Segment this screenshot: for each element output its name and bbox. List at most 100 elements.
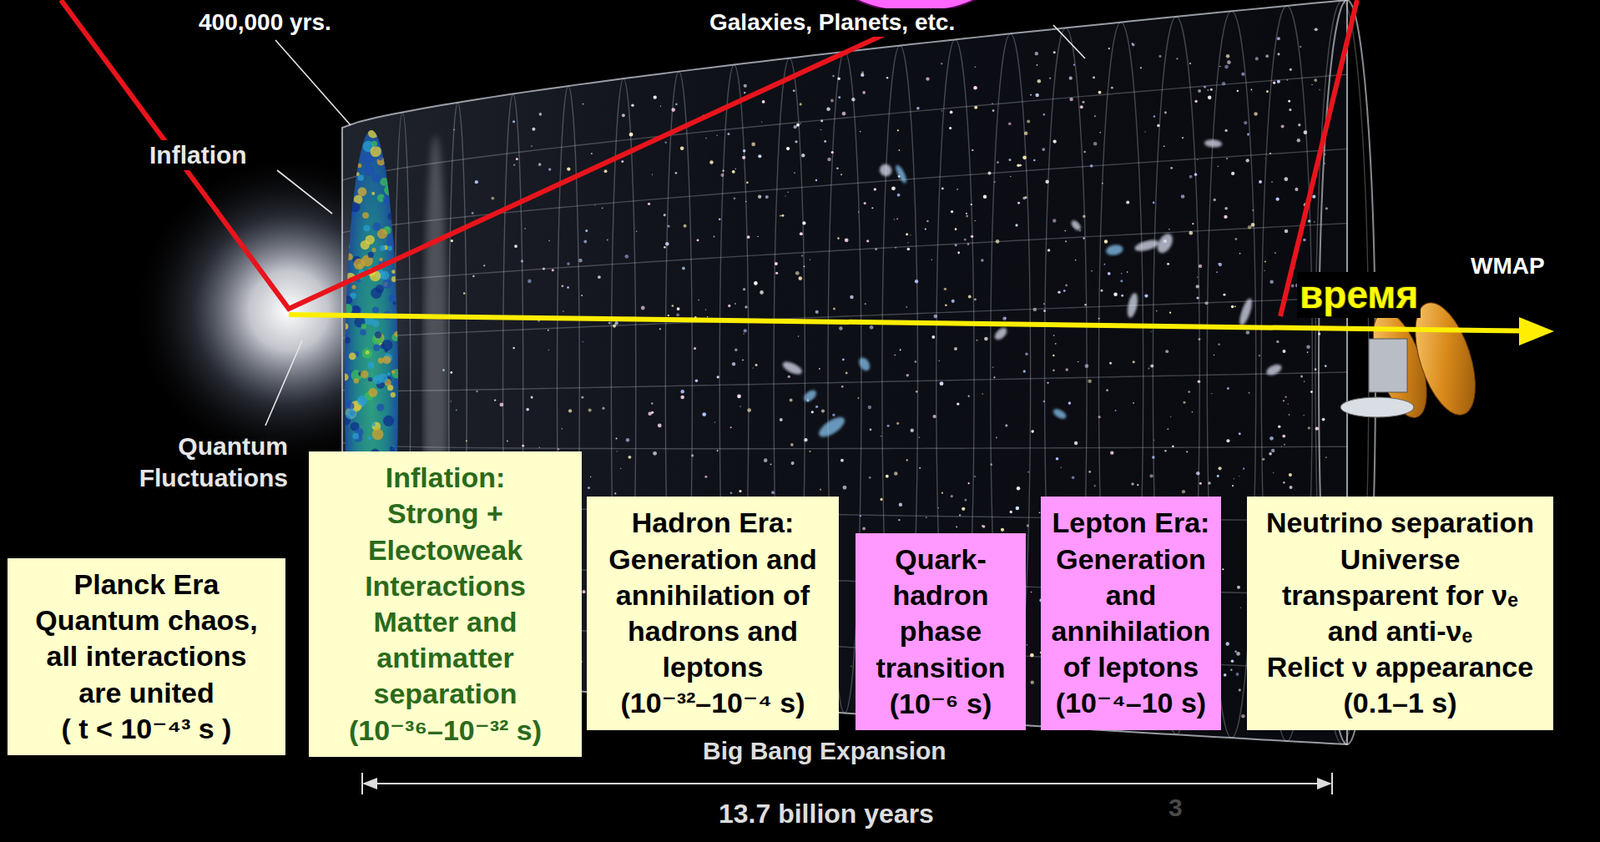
star bbox=[1150, 331, 1151, 333]
star bbox=[1322, 418, 1326, 422]
star bbox=[1153, 115, 1156, 118]
star bbox=[1081, 100, 1085, 104]
star bbox=[1238, 688, 1242, 692]
star bbox=[925, 516, 928, 519]
star bbox=[1274, 252, 1277, 254]
star bbox=[515, 157, 519, 161]
epoch-label: Galaxies, Planets, etc. bbox=[706, 8, 958, 37]
cmb-spot bbox=[352, 433, 359, 440]
star bbox=[660, 105, 662, 107]
star bbox=[1049, 77, 1051, 80]
star bbox=[705, 137, 707, 140]
star bbox=[1053, 139, 1057, 143]
star bbox=[743, 91, 746, 94]
star bbox=[954, 227, 958, 231]
cmb-spot bbox=[355, 171, 360, 177]
box-text: Strong + Electoweak Interactions bbox=[322, 495, 569, 605]
star bbox=[974, 105, 978, 110]
star bbox=[1264, 260, 1267, 263]
star bbox=[1203, 85, 1207, 89]
cmb-spot bbox=[390, 238, 399, 248]
star bbox=[970, 235, 974, 238]
star bbox=[1251, 209, 1254, 212]
star bbox=[907, 242, 909, 243]
cmb-spot bbox=[374, 331, 382, 339]
cmb-spot bbox=[350, 148, 359, 157]
star bbox=[1297, 123, 1302, 127]
star bbox=[1324, 364, 1328, 368]
star bbox=[1269, 152, 1272, 155]
star bbox=[697, 299, 699, 301]
cmb-spot bbox=[372, 319, 380, 328]
star bbox=[1289, 68, 1293, 71]
star bbox=[1242, 467, 1245, 470]
star bbox=[1226, 387, 1230, 390]
star bbox=[1196, 284, 1200, 288]
star bbox=[594, 204, 596, 206]
star bbox=[797, 335, 800, 338]
star bbox=[1033, 159, 1035, 162]
star bbox=[786, 146, 790, 151]
star bbox=[1213, 198, 1217, 202]
cmb-spot bbox=[393, 380, 400, 388]
star bbox=[938, 360, 940, 362]
star bbox=[1241, 72, 1245, 76]
star bbox=[524, 227, 526, 230]
star bbox=[1265, 54, 1269, 58]
star bbox=[578, 258, 583, 263]
leader-line bbox=[1053, 25, 1086, 59]
cmb-spot bbox=[388, 168, 397, 177]
star bbox=[1216, 271, 1218, 273]
star bbox=[1099, 131, 1101, 133]
star bbox=[1144, 293, 1148, 298]
star bbox=[1302, 238, 1307, 243]
star bbox=[842, 358, 845, 362]
star bbox=[1034, 93, 1040, 98]
star bbox=[1191, 411, 1193, 413]
star bbox=[802, 221, 806, 225]
star bbox=[597, 275, 601, 279]
grid-line bbox=[342, 74, 1348, 181]
star bbox=[665, 242, 670, 247]
star bbox=[771, 490, 775, 495]
star bbox=[1104, 263, 1106, 266]
star bbox=[713, 236, 716, 238]
star bbox=[924, 227, 927, 230]
star bbox=[1169, 312, 1171, 314]
star bbox=[793, 171, 796, 174]
star bbox=[1231, 484, 1234, 487]
star bbox=[1284, 396, 1287, 399]
star bbox=[620, 160, 624, 163]
star bbox=[1325, 206, 1328, 210]
cmb-spot bbox=[385, 227, 390, 232]
star bbox=[1233, 478, 1235, 480]
star bbox=[1055, 457, 1060, 461]
dimension-line bbox=[363, 782, 1331, 785]
star bbox=[676, 307, 681, 311]
star bbox=[801, 153, 805, 157]
star bbox=[1234, 305, 1237, 308]
star bbox=[993, 376, 995, 379]
star bbox=[704, 475, 707, 479]
star bbox=[1149, 474, 1153, 478]
star bbox=[781, 214, 784, 218]
star bbox=[1196, 159, 1198, 161]
star bbox=[530, 145, 532, 147]
star bbox=[721, 169, 724, 172]
cmb-spot bbox=[372, 307, 379, 314]
star bbox=[800, 123, 802, 125]
star bbox=[1098, 317, 1101, 320]
star bbox=[1052, 218, 1057, 223]
star bbox=[714, 421, 716, 423]
star bbox=[1187, 390, 1191, 394]
star bbox=[868, 476, 872, 480]
star bbox=[731, 170, 736, 174]
star bbox=[897, 129, 899, 132]
star bbox=[1047, 248, 1050, 252]
box-heading: Neutrino separation bbox=[1261, 504, 1539, 541]
star bbox=[1164, 111, 1167, 114]
cmb-spot bbox=[360, 370, 369, 379]
star bbox=[1230, 669, 1232, 672]
galaxy bbox=[857, 355, 873, 373]
star bbox=[527, 279, 532, 284]
